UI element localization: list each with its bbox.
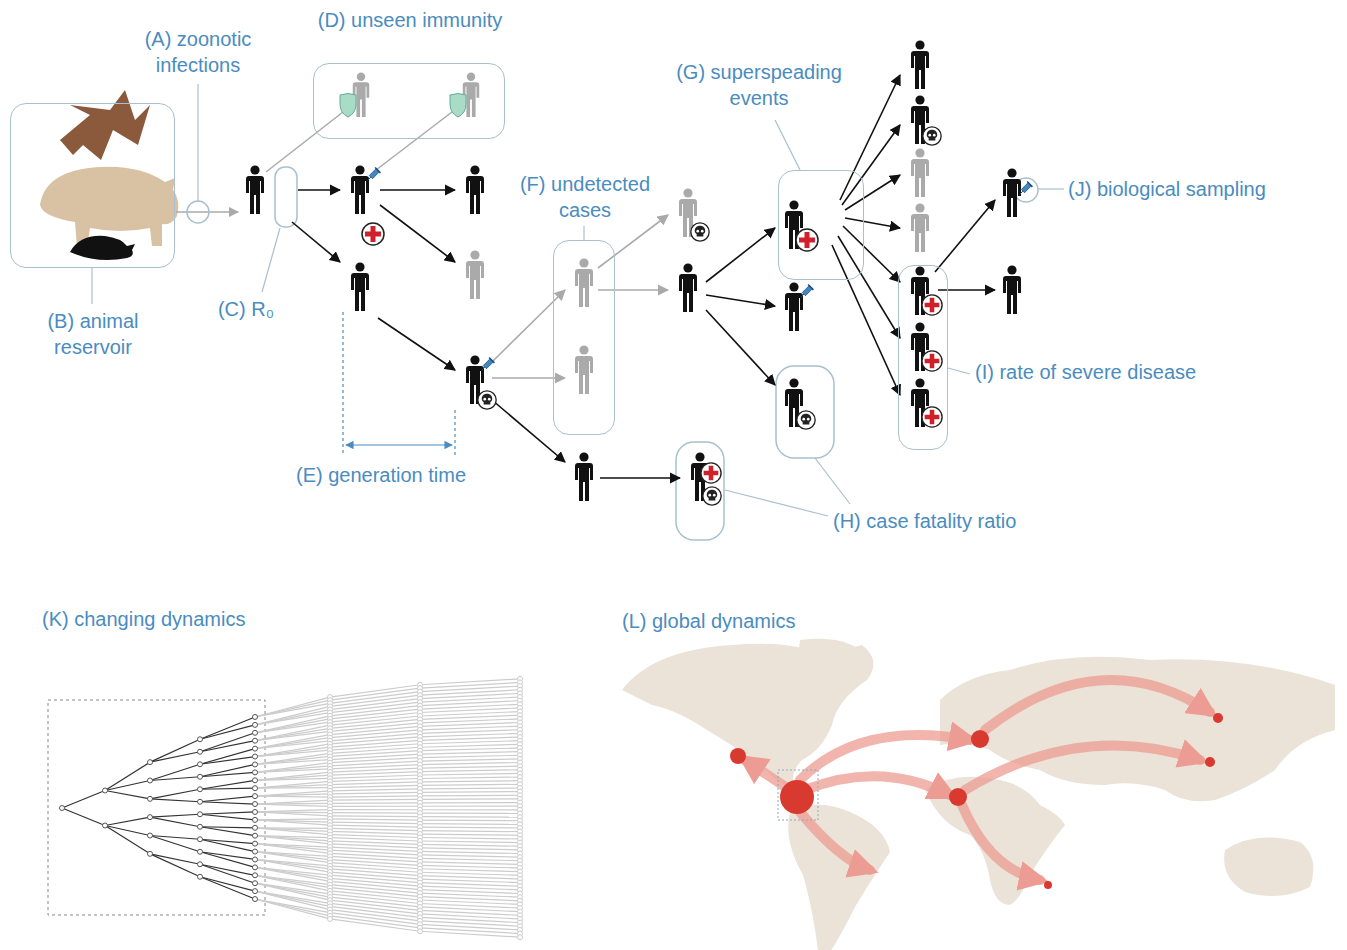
group-label: (G) superspeading events: [649, 59, 869, 111]
callout-label: (A) zoonotic infections: [128, 26, 268, 78]
callout-label: (E) generation time: [296, 462, 516, 488]
person-icons: [246, 40, 1021, 501]
origin-window: [778, 770, 818, 820]
callout-label: (C) R₀: [206, 296, 286, 322]
callout-label: (H) case fatality ratio: [833, 508, 1073, 534]
group-label: (D) unseen immunity: [308, 7, 512, 33]
transmission-tree: [60, 676, 523, 939]
tree-window: [48, 700, 265, 915]
spread-arrows: [745, 680, 1210, 880]
leader-line: [948, 368, 970, 374]
group-box: (I) rate of severe disease: [898, 265, 948, 450]
transmission-arrows: [292, 75, 995, 478]
group-label: (B) animal reservoir: [33, 308, 153, 360]
leader-line: [815, 458, 850, 504]
animal-illustration: [40, 90, 178, 260]
leader-line: [775, 120, 800, 170]
leader-line: [262, 228, 280, 292]
group-box: (G) superspeading events: [778, 170, 864, 280]
group-box: (F) undetected cases: [553, 240, 615, 435]
callout-circle: [187, 201, 209, 223]
spillover-arrow: [176, 211, 238, 213]
leader-line: [91, 268, 92, 304]
group-label: (F) undetected cases: [510, 171, 660, 223]
callout-label: (L) global dynamics: [622, 608, 902, 634]
immunity-line: [266, 112, 452, 172]
group-box: (D) unseen immunity: [313, 63, 505, 139]
group-label: (I) rate of severe disease: [975, 359, 1275, 385]
group-box: (B) animal reservoir: [10, 103, 175, 268]
leader-line: [1038, 188, 1064, 189]
status-badges: [362, 127, 1033, 505]
fatality-box: [676, 442, 724, 540]
generation-time-dimension: [343, 312, 455, 455]
leader-line: [197, 84, 198, 201]
callout-label: (J) biological sampling: [1068, 176, 1338, 202]
fatality-box: [776, 366, 834, 458]
outbreak-dots: [730, 713, 1223, 889]
leader-line: [583, 226, 584, 240]
world-map: [622, 639, 1335, 950]
callout-label: (K) changing dynamics: [42, 606, 342, 632]
r0-bracket: [275, 167, 297, 227]
leader-line: [725, 490, 828, 516]
